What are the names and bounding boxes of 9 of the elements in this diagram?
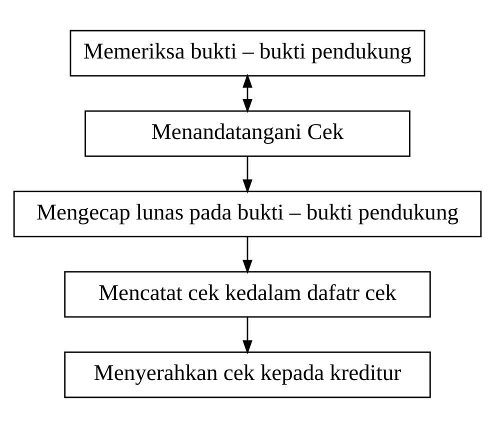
node-box: Menyerahkan cek kepada kreditur [64,352,431,398]
arrow [242,156,252,194]
arrow [242,74,252,114]
arrow [242,317,252,354]
node-box: Menandatangani Cek [84,110,410,157]
arrow [242,236,252,274]
node-box: Memeriksa bukti – bukti pendukung [70,30,426,76]
node-box: Mencatat cek kedalam dafatr cek [64,271,431,318]
node-box: Mengecap lunas pada bukti – bukti pendukung [13,190,482,238]
